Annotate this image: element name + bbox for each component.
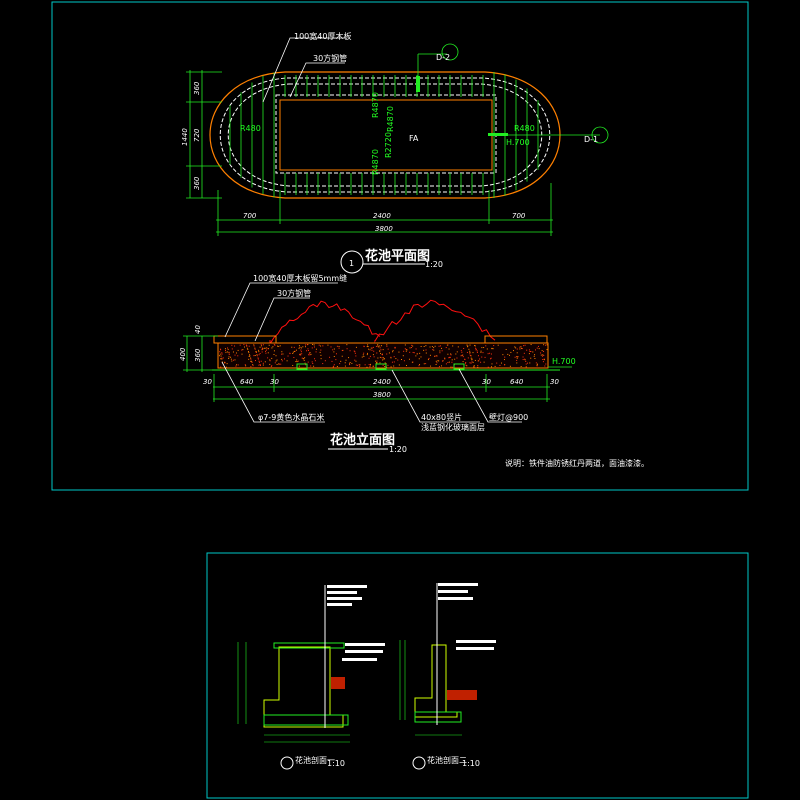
dim-text: 30 (203, 378, 212, 386)
dim-text: 640 (240, 378, 254, 386)
radius-label: R4870 (371, 149, 380, 175)
dim-text: 40 (194, 325, 202, 334)
radius-label: R480 (514, 124, 535, 133)
drawing-note: 说明：铁件油防锈红丹两道，面油漆漆。 (505, 458, 649, 468)
section-cut-mark (488, 133, 508, 136)
section-base (263, 714, 349, 726)
dim-text: 3800 (373, 391, 391, 399)
timber-cap-right (484, 335, 548, 344)
leader-line (221, 361, 325, 423)
elevation-mark: H.700 (506, 138, 530, 147)
section-two-title: 花池剖面二 (427, 755, 467, 765)
wall-light (296, 363, 308, 370)
soil-layer (331, 677, 345, 689)
section-base (414, 711, 462, 723)
shrub-outline (269, 300, 381, 346)
dim-text: 360 (193, 176, 201, 190)
radius-label: R480 (240, 124, 261, 133)
dim-text: 1440 (181, 128, 189, 146)
label-stone: φ7-9黄色水晶石米 (258, 412, 324, 422)
dim-text: 30 (270, 378, 279, 386)
planter-outline-outer (209, 71, 561, 199)
plan-scale: 1:20 (425, 260, 443, 269)
section-two-scale: 1:10 (462, 759, 480, 768)
dim-text: 2400 (373, 378, 391, 386)
leader-line (289, 62, 345, 98)
dim-text: 720 (193, 128, 201, 142)
plan-dimension-lines (186, 43, 609, 236)
section-cap (273, 642, 345, 649)
plan-title: 花池平面图 (365, 248, 430, 264)
planter-board-line (219, 77, 551, 193)
label-board: 100宽40厚木板 (294, 31, 351, 41)
dim-text: 30 (550, 378, 559, 386)
leader-line (458, 368, 522, 423)
plan-view: 100宽40厚木板 30方钢管 360 720 360 1440 700 240… (181, 31, 609, 274)
dim-text: 700 (512, 212, 526, 220)
elevation-title: 花池立面图 (330, 432, 395, 448)
plan-support-ribs (229, 72, 539, 198)
section-concrete (263, 646, 344, 728)
leader-line (391, 369, 480, 423)
label-strip: 40x80竖片 (421, 412, 462, 422)
leader-line (224, 282, 338, 338)
label-board-gap: 100宽40厚木板留5mm缝 (253, 273, 347, 283)
label-pipe: 30方钢管 (313, 53, 347, 63)
elevation-view: 100宽40厚木板留5mm缝 30方钢管 40 360 400 30 640 3… (179, 273, 649, 468)
section-concrete (414, 644, 458, 718)
leader-line (262, 37, 345, 103)
dim-text: 360 (193, 81, 201, 95)
section-cut-mark (416, 76, 420, 92)
wall-light (375, 363, 387, 370)
elevation-mark: H.700 (552, 357, 576, 366)
dim-text: 700 (243, 212, 257, 220)
elevation-dimension-lines (183, 335, 572, 402)
dim-text: 2400 (373, 212, 391, 220)
radius-label: R4870 (371, 92, 380, 118)
section-one-title: 花池剖面一 (295, 755, 335, 765)
leader-line (254, 297, 310, 342)
dim-text: 640 (510, 378, 524, 386)
radius-label: R2720 (384, 132, 393, 158)
dim-text: 400 (179, 347, 187, 361)
sheet-frame-top (51, 1, 749, 491)
elevation-scale: 1:20 (389, 445, 407, 454)
label-pipe: 30方钢管 (277, 288, 311, 298)
dim-text: 30 (482, 378, 491, 386)
center-mark: FA (409, 134, 419, 143)
section-one-scale: 1:10 (327, 759, 345, 768)
gravel-fill (219, 344, 548, 368)
label-wall-light: 壁灯@900 (489, 412, 528, 422)
planter-board-line-2 (227, 83, 543, 187)
sheet-frame-bottom (206, 552, 749, 799)
section-two: 花池剖面二 1:10 (399, 583, 496, 770)
drawing-index-number: 1 (349, 259, 354, 268)
label-glass: 浅蓝钢化玻璃面层 (421, 422, 485, 432)
dim-text: 3800 (375, 225, 393, 233)
radius-label: R4870 (386, 106, 395, 132)
section-tag: D-2 (436, 53, 450, 62)
shrub-outline (374, 299, 496, 343)
section-one: 花池剖面一 1:10 (237, 585, 385, 770)
timber-cap-left (213, 335, 277, 344)
section-tag: D-1 (584, 135, 598, 144)
dim-text: 360 (194, 348, 202, 362)
soil-layer (447, 690, 477, 700)
shrub-planting (269, 299, 496, 346)
drawing-index-circle (340, 250, 364, 274)
